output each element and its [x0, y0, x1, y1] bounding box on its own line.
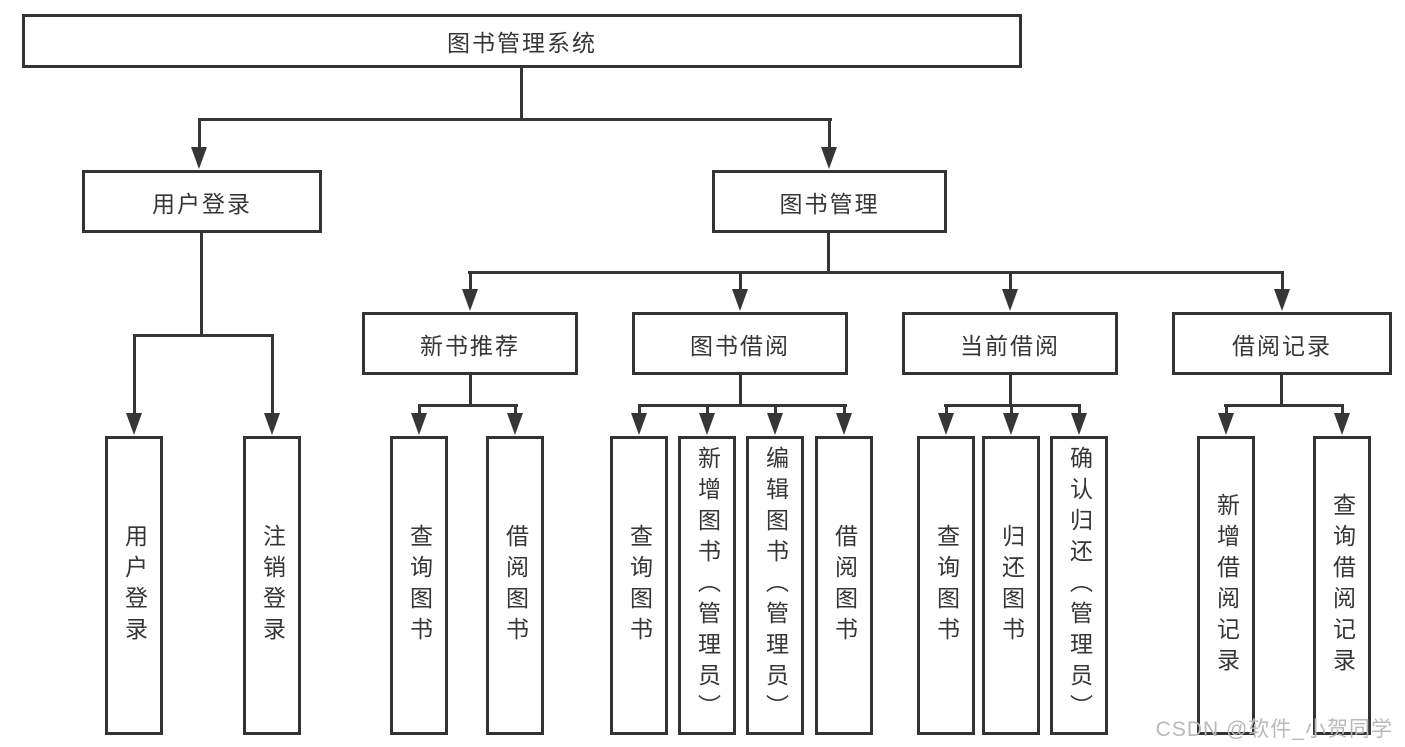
connector-shaft-book-management [828, 118, 831, 150]
csdn-watermark: CSDN @软件_小贺同学 [1155, 718, 1393, 741]
node-root-book-management-system: 图书管理系统 [22, 14, 1022, 68]
connector-borrow-records-stem [1280, 375, 1283, 407]
arrowhead-bb-borrow-icon [836, 413, 852, 435]
arrowhead-nbr-query-icon [411, 413, 427, 435]
node-leaf-nbr-borrow-books-label: 借阅图书 [502, 523, 529, 648]
node-leaf-nbr-borrow-books: 借阅图书 [486, 436, 544, 735]
connector-shaft-book-borrow [739, 271, 742, 292]
node-leaf-br-query-record-label: 查询借阅记录 [1329, 492, 1356, 679]
node-leaf-nbr-query-books-label: 查询图书 [406, 523, 433, 648]
node-leaf-bb-query-books: 查询图书 [610, 436, 668, 735]
connector-current-borrow-stem [1009, 375, 1012, 407]
node-book-borrowing: 图书借阅 [632, 312, 848, 375]
arrowhead-book-borrow-icon [732, 289, 748, 311]
node-leaf-cb-query-books-label: 查询图书 [933, 523, 960, 648]
node-leaf-bb-borrow-books: 借阅图书 [815, 436, 873, 735]
connector-book-management-branch [468, 271, 1284, 274]
connector-shaft-nbr-borrow [514, 404, 517, 416]
arrowhead-new-book-icon [462, 289, 478, 311]
node-leaf-user-login-label: 用户登录 [121, 523, 148, 648]
connector-shaft-cb-query [945, 404, 948, 416]
arrowhead-nbr-borrow-icon [507, 413, 523, 435]
connector-shaft-logout-leaf [271, 334, 274, 416]
connector-shaft-bb-edit [774, 404, 777, 416]
arrowhead-login-leaf-icon [126, 413, 142, 435]
connector-shaft-bb-borrow [843, 404, 846, 416]
node-leaf-br-add-record-label: 新增借阅记录 [1213, 492, 1240, 679]
arrowhead-bb-add-icon [699, 413, 715, 435]
node-leaf-cb-confirm-return-admin: 确认归还（管理员） [1050, 436, 1108, 735]
connector-shaft-nbr-query [418, 404, 421, 416]
arrowhead-bb-query-icon [631, 413, 647, 435]
node-leaf-cb-return-books: 归还图书 [982, 436, 1040, 735]
node-leaf-user-login: 用户登录 [105, 436, 163, 735]
connector-shaft-bb-query [638, 404, 641, 416]
connector-shaft-borrow-records [1281, 271, 1284, 292]
arrowhead-cb-query-icon [938, 413, 954, 435]
connector-book-management-stem [827, 233, 830, 274]
node-leaf-bb-query-books-label: 查询图书 [626, 523, 653, 648]
arrowhead-br-query-icon [1334, 413, 1350, 435]
connector-shaft-br-add [1225, 404, 1228, 416]
arrowhead-borrow-records-icon [1274, 289, 1290, 311]
connector-new-book-stem [469, 375, 472, 407]
node-new-book-recommendation-label: 新书推荐 [420, 332, 520, 359]
node-book-management-label: 图书管理 [779, 190, 880, 217]
connector-root-branch [198, 118, 832, 121]
node-current-borrowing: 当前借阅 [902, 312, 1118, 375]
node-new-book-recommendation: 新书推荐 [362, 312, 578, 375]
node-user-login: 用户登录 [82, 170, 322, 233]
node-user-login-label: 用户登录 [152, 190, 252, 217]
arrowhead-logout-leaf-icon [264, 413, 280, 435]
arrowhead-cb-return-icon [1003, 413, 1019, 435]
connector-new-book-branch [418, 404, 518, 407]
connector-book-borrow-stem [739, 375, 742, 407]
node-leaf-logout: 注销登录 [243, 436, 301, 735]
arrowhead-user-login-icon [191, 147, 207, 169]
connector-shaft-login-leaf [133, 334, 136, 416]
connector-user-login-branch [133, 334, 274, 337]
node-leaf-br-query-record: 查询借阅记录 [1313, 436, 1371, 735]
node-leaf-br-add-record: 新增借阅记录 [1197, 436, 1255, 735]
node-root-label: 图书管理系统 [447, 30, 597, 56]
node-leaf-nbr-query-books: 查询图书 [390, 436, 448, 735]
connector-shaft-cb-return [1010, 404, 1013, 416]
node-leaf-logout-label: 注销登录 [259, 523, 286, 648]
node-leaf-cb-query-books: 查询图书 [917, 436, 975, 735]
node-leaf-bb-borrow-books-label: 借阅图书 [831, 523, 858, 648]
node-leaf-bb-add-books-admin-label: 新增图书（管理员） [694, 446, 721, 725]
arrowhead-current-borrow-icon [1002, 289, 1018, 311]
node-leaf-bb-add-books-admin: 新增图书（管理员） [678, 436, 736, 735]
node-current-borrowing-label: 当前借阅 [960, 332, 1060, 359]
connector-shaft-bb-add [706, 404, 709, 416]
connector-shaft-cb-confirm [1078, 404, 1081, 416]
arrowhead-bb-edit-icon [767, 413, 783, 435]
connector-shaft-user-login [198, 118, 201, 150]
node-leaf-bb-edit-books-admin-label: 编辑图书（管理员） [762, 446, 789, 725]
arrowhead-br-add-icon [1218, 413, 1234, 435]
node-leaf-bb-edit-books-admin: 编辑图书（管理员） [746, 436, 804, 735]
node-leaf-cb-return-books-label: 归还图书 [998, 523, 1025, 648]
arrowhead-cb-confirm-icon [1071, 413, 1087, 435]
node-book-borrowing-label: 图书借阅 [690, 332, 790, 359]
node-borrowing-records: 借阅记录 [1172, 312, 1392, 375]
node-leaf-cb-confirm-return-admin-label: 确认归还（管理员） [1066, 446, 1093, 725]
connector-user-login-stem [200, 233, 203, 335]
connector-shaft-new-book [469, 271, 472, 292]
connector-borrow-records-branch [1224, 404, 1344, 407]
connector-root-stem [520, 66, 523, 120]
connector-shaft-current-borrow [1009, 271, 1012, 292]
node-book-management: 图书管理 [712, 170, 947, 233]
arrowhead-book-management-icon [821, 147, 837, 169]
node-borrowing-records-label: 借阅记录 [1232, 332, 1332, 359]
connector-shaft-br-query [1341, 404, 1344, 416]
connector-book-borrow-branch [638, 404, 847, 407]
